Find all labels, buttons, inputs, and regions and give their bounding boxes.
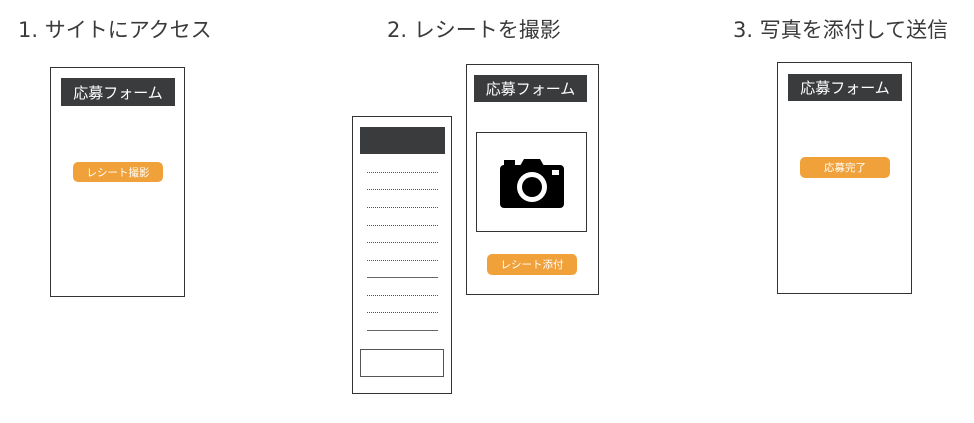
step3-phone: 応募フォーム 応募完了 <box>777 62 912 294</box>
step2-title: 2. レシートを撮影 <box>387 18 561 42</box>
step3-form-header: 応募フォーム <box>788 74 902 101</box>
receipt-line <box>367 225 438 226</box>
receipt-line <box>367 207 438 208</box>
step3-application-complete-button[interactable]: 応募完了 <box>800 157 890 178</box>
step3-title: 3. 写真を添付して送信 <box>733 18 949 42</box>
step2-phone: 応募フォーム レシート添付 <box>466 64 599 295</box>
receipt-total-box <box>360 349 444 377</box>
step1-title: 1. サイトにアクセス <box>18 18 212 42</box>
step1-phone: 応募フォーム レシート撮影 <box>50 67 185 297</box>
receipt-line <box>367 312 438 313</box>
receipt-illustration <box>352 116 452 394</box>
receipt-line <box>367 330 438 331</box>
receipt-line <box>367 295 438 296</box>
step2-receipt-attach-button[interactable]: レシート添付 <box>487 254 577 275</box>
camera-icon[interactable] <box>499 156 564 208</box>
step1-receipt-photo-button[interactable]: レシート撮影 <box>73 162 163 182</box>
receipt-line <box>367 242 438 243</box>
receipt-header-bar <box>360 127 445 154</box>
step1-form-header: 応募フォーム <box>61 78 175 106</box>
receipt-line <box>367 189 438 190</box>
receipt-line <box>367 260 438 261</box>
receipt-line <box>367 277 438 278</box>
step2-form-header: 応募フォーム <box>474 75 587 102</box>
receipt-line <box>367 172 438 173</box>
photo-frame <box>476 132 587 232</box>
